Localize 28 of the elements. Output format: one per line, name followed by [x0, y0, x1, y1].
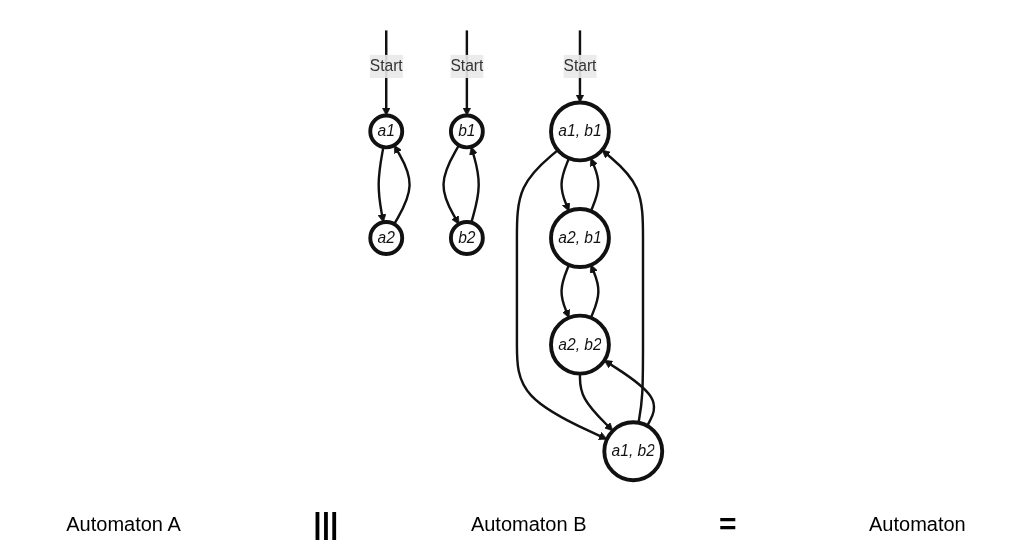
- operator-symbol: =: [719, 507, 737, 541]
- arrow: [578, 373, 614, 432]
- arrow: [589, 157, 600, 212]
- node-circle: a1: [368, 113, 405, 150]
- node-circle: a1, b1: [549, 100, 611, 163]
- operator-symbol: |||: [313, 507, 339, 541]
- node-circle: b1: [448, 113, 485, 150]
- arrow: [442, 144, 460, 225]
- automaton-caption: Automaton A: [66, 512, 181, 536]
- automaton-caption: Automaton B: [470, 512, 587, 536]
- arrow: [469, 146, 480, 223]
- edge-label: Start: [369, 57, 403, 75]
- arrow: [560, 157, 571, 212]
- arrow: [377, 146, 387, 223]
- node-circle: a1, b2: [602, 420, 665, 483]
- node-circle: a2, b1: [549, 207, 611, 269]
- node-circle: b2: [448, 220, 485, 256]
- edge-label: Start: [563, 57, 597, 75]
- arrow: [589, 264, 600, 319]
- edge-label: Start: [450, 57, 484, 75]
- automaton-caption: Automaton: [869, 512, 966, 536]
- arrow: [601, 149, 645, 423]
- arrow: [393, 144, 411, 225]
- node-circle: a2: [368, 220, 405, 256]
- arrow: [560, 264, 571, 319]
- node-circle: a2, b2: [549, 313, 611, 376]
- arrow: [603, 359, 656, 427]
- arrow: [515, 149, 608, 440]
